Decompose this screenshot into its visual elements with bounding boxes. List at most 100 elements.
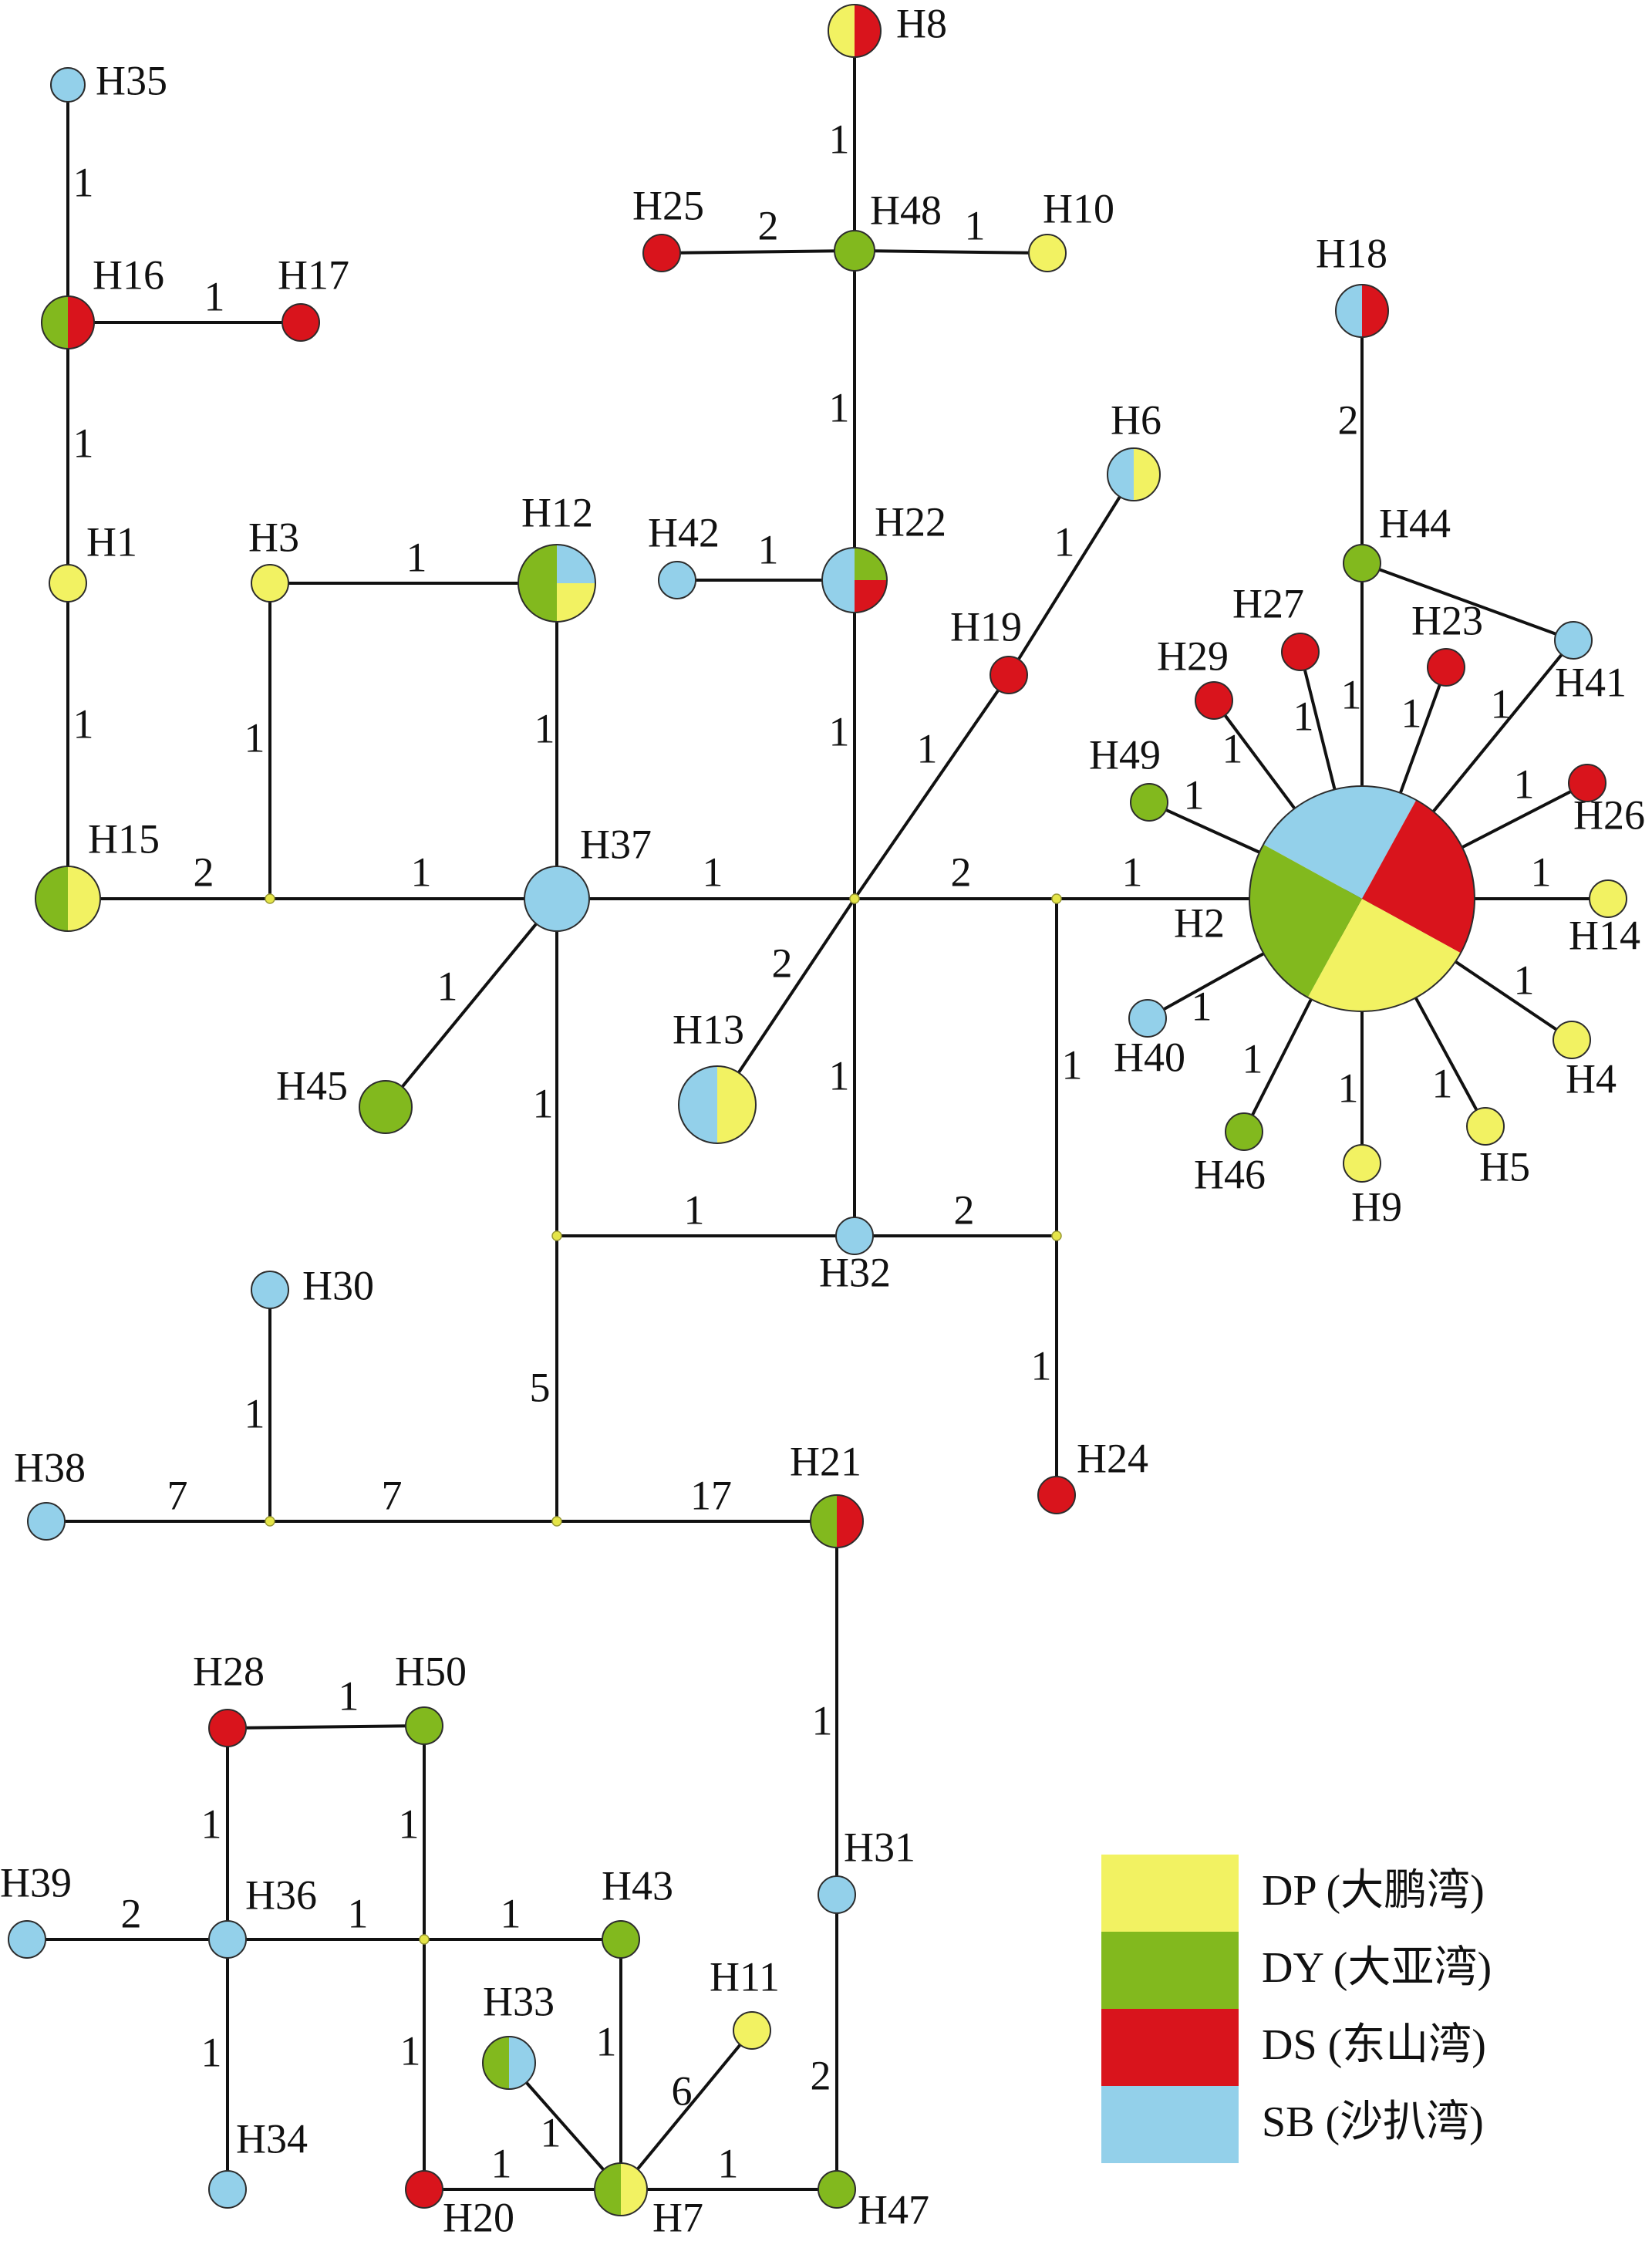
haplotype-node-h50 (405, 1706, 443, 1745)
haplotype-label-h48: H48 (870, 187, 942, 233)
haplotype-node-h24 (1037, 1476, 1076, 1514)
mutation-steps-label: 2 (954, 1186, 975, 1233)
node-slice-dy (811, 1495, 837, 1548)
haplotype-label-h8: H8 (896, 0, 947, 46)
haplotype-label-h34: H34 (236, 2115, 308, 2162)
mutation-steps-label: 1 (406, 534, 427, 580)
link-h6-h19 (1007, 473, 1135, 677)
node-slice-dp (1553, 1021, 1591, 1059)
node-slice-sb (835, 1217, 874, 1255)
node-slice-dp (251, 564, 289, 603)
haplotype-node-h7 (594, 2162, 648, 2216)
haplotype-label-h7: H7 (652, 2194, 703, 2240)
node-slice-dp (49, 564, 87, 603)
haplotype-node-h22 (821, 547, 888, 613)
haplotype-node-h5 (1466, 1107, 1505, 1146)
legend-swatch-ds (1101, 2009, 1239, 2086)
node-slice-ds (1568, 764, 1606, 802)
node-slice-sb (658, 561, 696, 599)
median-vector-mv5 (551, 1230, 562, 1241)
haplotype-label-h12: H12 (521, 489, 593, 535)
mutation-steps-label: 1 (1184, 771, 1205, 818)
mutation-steps-label: 1 (829, 384, 850, 430)
median-vector-mv3 (1051, 893, 1062, 904)
mutation-steps-label: 6 (672, 2067, 693, 2114)
median-vectors (265, 893, 1062, 1945)
haplotype-label-h42: H42 (648, 509, 720, 555)
network-links (27, 31, 1608, 2191)
node-slice-dy (1343, 544, 1381, 582)
haplotype-label-h21: H21 (790, 1438, 861, 1484)
node-slice-sb (524, 866, 590, 932)
mutation-steps-label: 1 (1491, 680, 1512, 727)
mutation-steps-label: 1 (1514, 957, 1535, 1003)
haplotype-label-h15: H15 (88, 815, 160, 862)
mutation-steps-label: 2 (121, 1890, 142, 1936)
legend-swatch-dp (1101, 1855, 1239, 1932)
mutation-steps-label: 2 (811, 2052, 831, 2098)
node-slice-sb (1128, 999, 1167, 1038)
node-slice-ds (1037, 1476, 1076, 1514)
node-slice-dy (483, 2037, 509, 2089)
haplotype-label-h9: H9 (1351, 1183, 1402, 1230)
haplotype-node-h6 (1107, 447, 1161, 501)
mutation-steps-label: 1 (437, 963, 458, 1009)
node-slice-dp (733, 2011, 771, 2050)
haplotype-node-h32 (835, 1217, 874, 1255)
haplotype-node-h48 (834, 230, 875, 272)
node-slice-dy (602, 1920, 640, 1959)
node-slice-sb (509, 2037, 535, 2089)
node-outline (41, 295, 95, 349)
haplotype-node-h20 (405, 2170, 443, 2209)
node-slice-dp (828, 5, 855, 57)
mutation-steps-label: 1 (1293, 693, 1314, 739)
node-slice-dy (834, 230, 875, 272)
mutation-steps-label: 1 (1242, 1035, 1263, 1082)
node-slice-ds (282, 303, 320, 342)
haplotype-node-h13 (678, 1065, 757, 1144)
haplotype-label-h28: H28 (193, 1648, 265, 1694)
haplotype-node-h15 (35, 866, 101, 932)
link-h44-h41 (1361, 562, 1574, 642)
mutation-steps-label: 1 (703, 849, 723, 895)
mutation-steps-label: 1 (829, 708, 850, 754)
node-slice-dp (1343, 1144, 1381, 1183)
mutation-steps-label: 1 (917, 725, 938, 771)
node-slice-ds (642, 234, 681, 272)
median-vector-mv2 (849, 893, 860, 904)
legend-swatch-sb (1101, 2086, 1239, 2163)
node-slice-ds (990, 656, 1028, 694)
mutation-steps-label: 1 (73, 159, 94, 205)
node-outline (518, 544, 596, 623)
haplotype-node-h14 (1589, 879, 1627, 918)
haplotype-label-h33: H33 (483, 1978, 555, 2024)
legend: DP (大鹏湾)DY (大亚湾)DS (东山湾)SB (沙扒湾) (1101, 1855, 1492, 2163)
node-slice-sb (679, 1066, 717, 1143)
link-h7-h11 (619, 2029, 754, 2191)
mutation-steps-label: 1 (1222, 725, 1243, 771)
haplotype-node-h27 (1281, 633, 1320, 671)
haplotype-node-h26 (1568, 764, 1606, 802)
haplotype-label-h44: H44 (1379, 500, 1451, 546)
haplotype-node-h44 (1343, 544, 1381, 582)
haplotype-node-h2 (1249, 785, 1475, 1012)
haplotype-label-h47: H47 (858, 2186, 929, 2233)
mutation-steps-label: 1 (1062, 1041, 1083, 1088)
node-slice-dy (595, 2163, 621, 2216)
mutation-steps-label: 7 (382, 1472, 403, 1518)
node-slice-sb (1554, 621, 1593, 660)
node-slice-sb (1108, 448, 1134, 501)
mutation-steps-label: 1 (411, 849, 432, 895)
node-outline (1107, 447, 1161, 501)
node-slice-ds (855, 580, 887, 613)
haplotype-label-h13: H13 (673, 1006, 744, 1052)
haplotype-node-h9 (1343, 1144, 1381, 1183)
haplotype-label-h3: H3 (248, 514, 299, 560)
mutation-steps-label: 1 (399, 1801, 420, 1847)
haplotype-label-h43: H43 (602, 1862, 673, 1909)
node-slice-ds (1427, 648, 1465, 687)
mutation-steps-label: 1 (1192, 983, 1212, 1029)
